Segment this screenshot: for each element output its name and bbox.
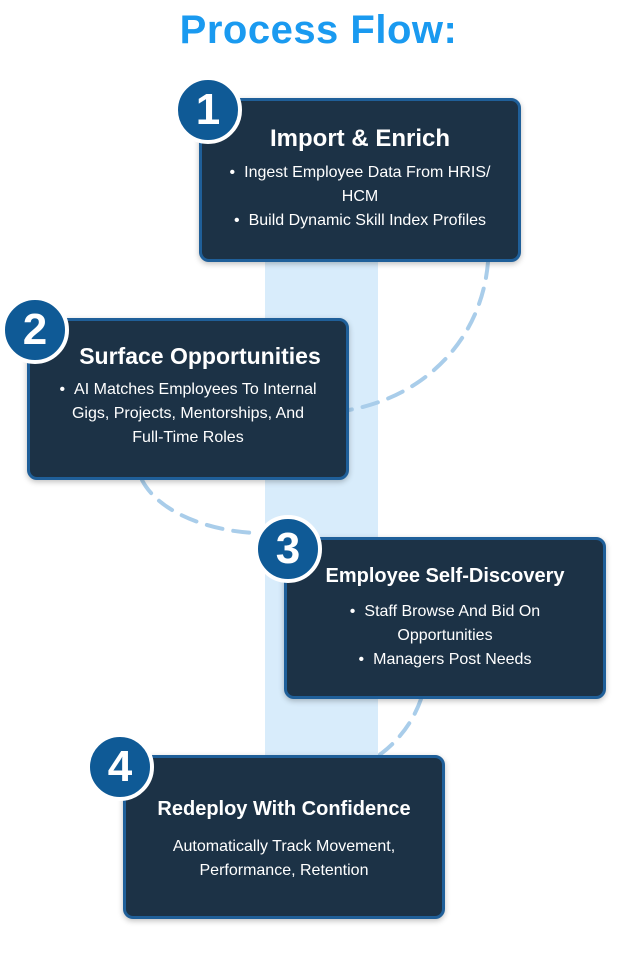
step-4-number-badge: 4	[86, 733, 154, 801]
step-3-number-badge: 3	[254, 515, 322, 583]
step-2-number-badge: 2	[1, 296, 69, 364]
page-title: Process Flow:	[179, 8, 458, 52]
step-3-title: Employee Self-Discovery	[325, 565, 565, 587]
step-4-title: Redeploy With Confidence	[157, 798, 411, 820]
step-3-card: Employee Self-Discovery •Staff Browse An…	[284, 537, 606, 699]
step-1-card: Import & Enrich •Ingest Employee Data Fr…	[199, 98, 521, 262]
step-2-title: Surface Opportunities	[79, 343, 321, 369]
bullet-icon: •	[59, 381, 66, 398]
bullet-icon: •	[229, 164, 236, 181]
step-3-bullets: •Staff Browse And Bid On Opportunities •…	[287, 600, 603, 672]
bullet-icon: •	[349, 603, 356, 620]
step-3-bullet-1: •Staff Browse And Bid On Opportunities	[287, 600, 603, 648]
step-1-bullets: •Ingest Employee Data From HRIS/ HCM •Bu…	[202, 161, 518, 233]
connector-3-4	[376, 697, 423, 758]
connector-1-2	[347, 260, 490, 412]
step-2-card: Surface Opportunities •AI Matches Employ…	[27, 318, 349, 480]
step-1-number-badge: 1	[174, 76, 242, 144]
step-4-card: Redeploy With Confidence Automatically T…	[123, 755, 445, 919]
connector-2-3	[140, 478, 260, 535]
bullet-icon: •	[358, 651, 365, 668]
step-1-bullet-2: •Build Dynamic Skill Index Profiles	[202, 209, 518, 233]
bullet-icon: •	[233, 212, 240, 229]
step-3-bullet-2: •Managers Post Needs	[287, 648, 603, 672]
step-4-text: Automatically Track Movement, Performanc…	[172, 838, 396, 879]
step-1-title: Import & Enrich	[269, 125, 450, 152]
step-2-bullets: •AI Matches Employees To Internal Gigs, …	[30, 378, 346, 450]
step-1-bullet-1: •Ingest Employee Data From HRIS/ HCM	[202, 161, 518, 209]
step-2-bullet-1: •AI Matches Employees To Internal Gigs, …	[30, 378, 346, 450]
